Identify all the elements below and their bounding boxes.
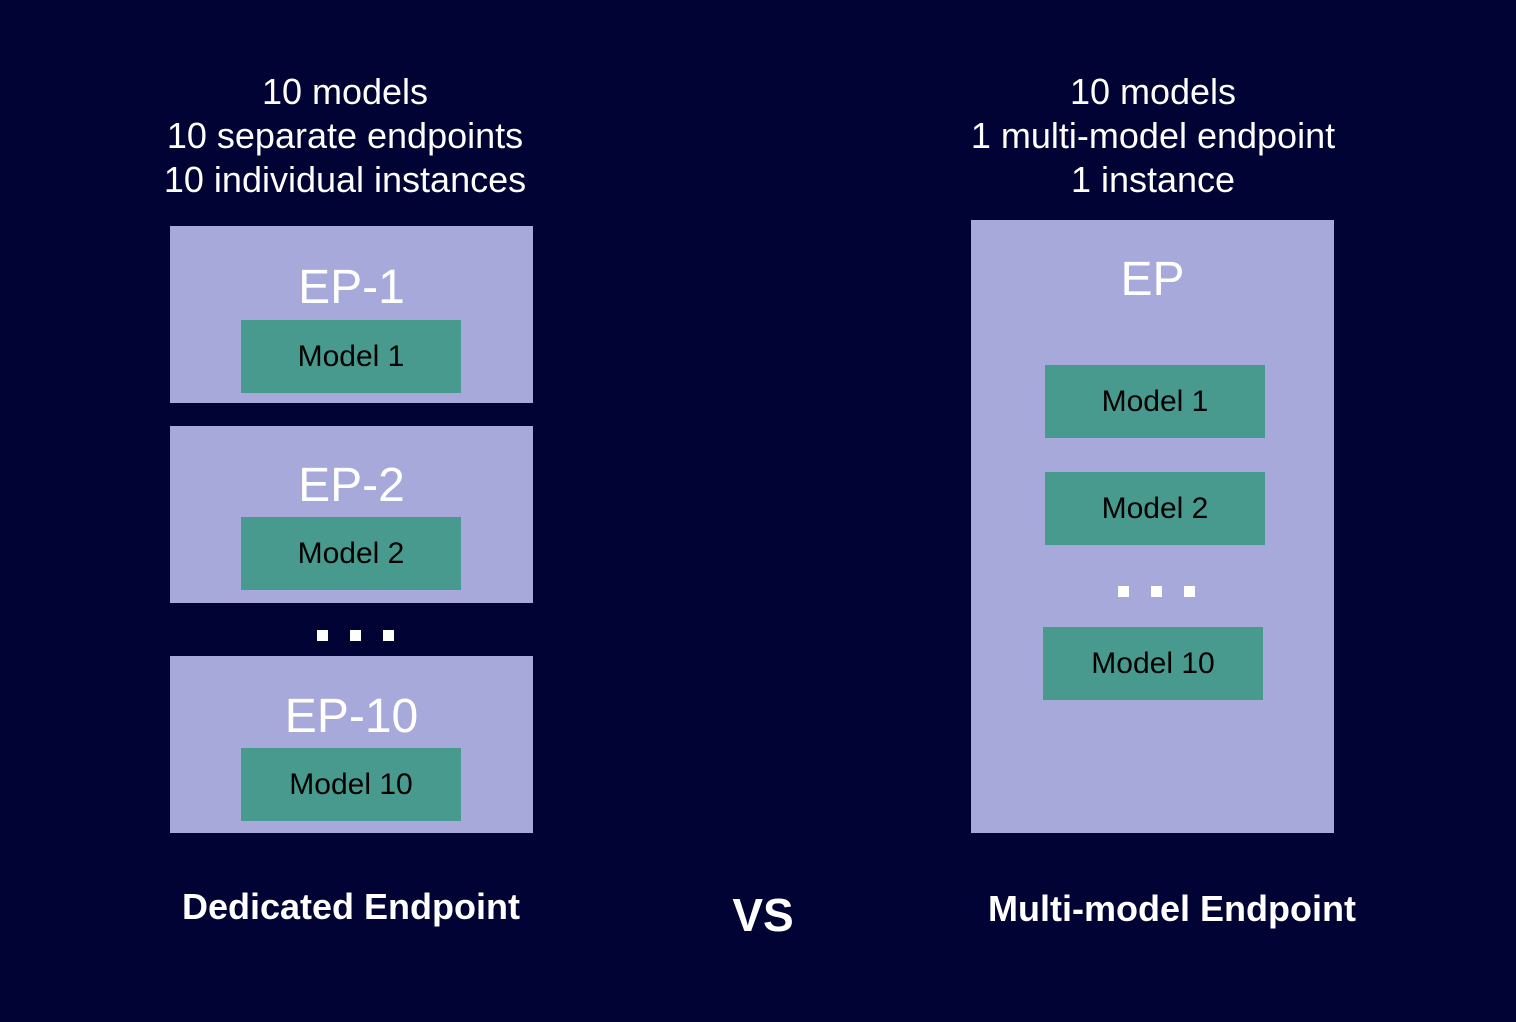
endpoint-box-ep-2: EP-2 Model 2 [170,426,533,603]
endpoint-label: EP-10 [284,690,419,743]
endpoint-box-ep-1: EP-1 Model 1 [170,226,533,403]
caption-line: 1 instance [1070,159,1236,200]
multi-model-caption: 10 models 1 multi-model endpoint 1 insta… [953,70,1353,202]
dedicated-endpoint-title: Dedicated Endpoint [181,886,520,927]
caption-line: 1 multi-model endpoint [970,115,1336,156]
model-box: Model 2 [1045,472,1265,545]
multi-model-endpoint-title: Multi-model Endpoint [988,888,1356,929]
ellipsis-dot [1151,586,1162,597]
endpoint-box-ep-10: EP-10 Model 10 [170,656,533,833]
ellipsis-icon [1118,586,1195,597]
caption-line: 10 separate endpoints [166,115,524,156]
endpoint-label: EP [1120,253,1185,306]
model-box: Model 1 [241,320,461,393]
model-box: Model 1 [1045,365,1265,438]
caption-line: 10 models [261,71,429,112]
caption-line: 10 individual instances [163,159,527,200]
multi-model-endpoint-box: EP Model 1 Model 2 Model 10 [971,220,1334,833]
model-box: Model 10 [241,748,461,821]
ellipsis-dot [350,630,361,641]
vs-label: VS [732,889,794,941]
ellipsis-dot [317,630,328,641]
model-box: Model 2 [241,517,461,590]
dedicated-caption: 10 models 10 separate endpoints 10 indiv… [145,70,545,202]
ellipsis-icon [317,630,394,641]
model-box: Model 10 [1043,627,1263,700]
caption-line: 10 models [1069,71,1237,112]
endpoint-label: EP-1 [298,261,405,314]
ellipsis-dot [383,630,394,641]
ellipsis-dot [1118,586,1129,597]
endpoint-label: EP-2 [298,459,405,512]
ellipsis-dot [1184,586,1195,597]
